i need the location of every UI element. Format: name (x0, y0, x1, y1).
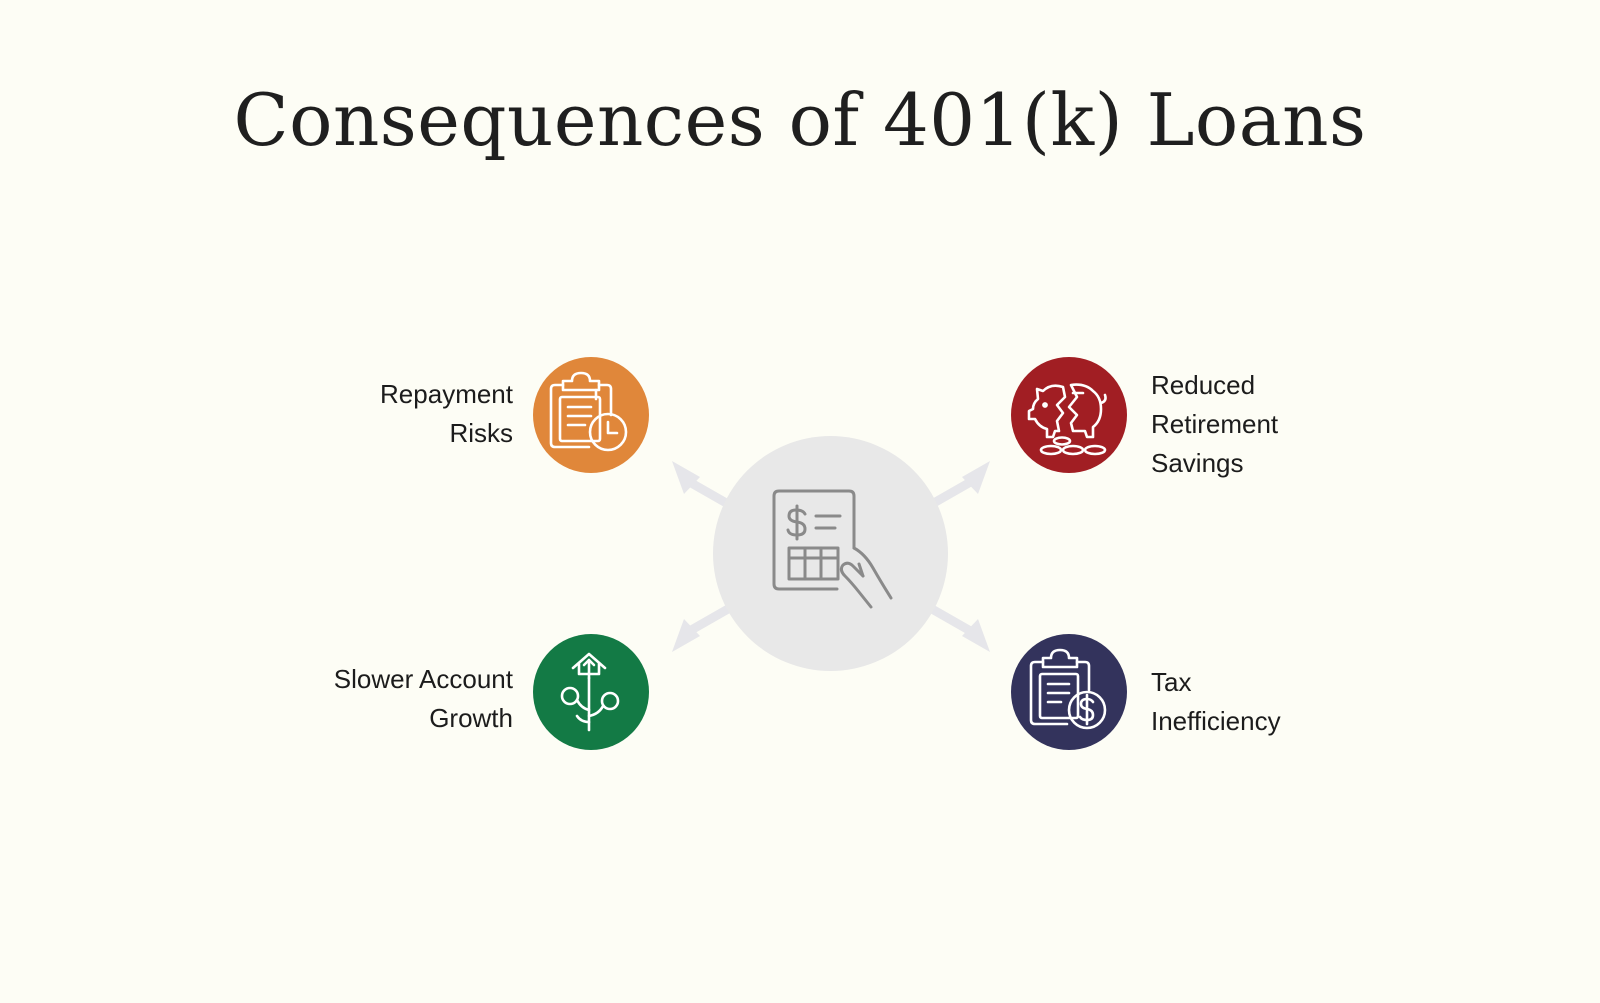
label-line: Retirement (1151, 409, 1279, 439)
slower-account-growth-node (533, 634, 649, 750)
clipboard-clock-icon (549, 371, 628, 452)
label-line: Tax (1151, 667, 1192, 697)
calculator-in-hand-icon (772, 489, 893, 609)
page-title: Consequences of 401(k) Loans (233, 78, 1367, 162)
label-line: Inefficiency (1151, 706, 1281, 736)
tax-inefficiency-label: Tax Inefficiency (1151, 663, 1411, 741)
arrow-bottom-left (672, 605, 731, 652)
reduced-retirement-savings-node (1011, 357, 1127, 473)
label-line: Slower Account (333, 664, 513, 694)
central-hub (713, 436, 948, 671)
label-line: Reduced (1151, 370, 1256, 400)
label-line: Growth (429, 703, 513, 733)
label-line: Risks (449, 418, 513, 448)
reduced-retirement-savings-label: Reduced Retirement Savings (1151, 366, 1411, 483)
repayment-risks-label: Repayment Risks (253, 375, 513, 453)
broken-piggy-bank-icon (1027, 383, 1107, 456)
arrow-top-right (929, 461, 990, 508)
slower-account-growth-label: Slower Account Growth (253, 660, 513, 738)
growth-plant-icon (560, 652, 620, 732)
arrow-top-left (672, 461, 731, 508)
arrow-bottom-right (929, 605, 990, 652)
repayment-risks-node (533, 357, 649, 473)
tax-inefficiency-node (1011, 634, 1127, 750)
label-line: Repayment (380, 379, 513, 409)
label-line: Savings (1151, 448, 1244, 478)
clipboard-dollar-icon (1029, 648, 1107, 730)
